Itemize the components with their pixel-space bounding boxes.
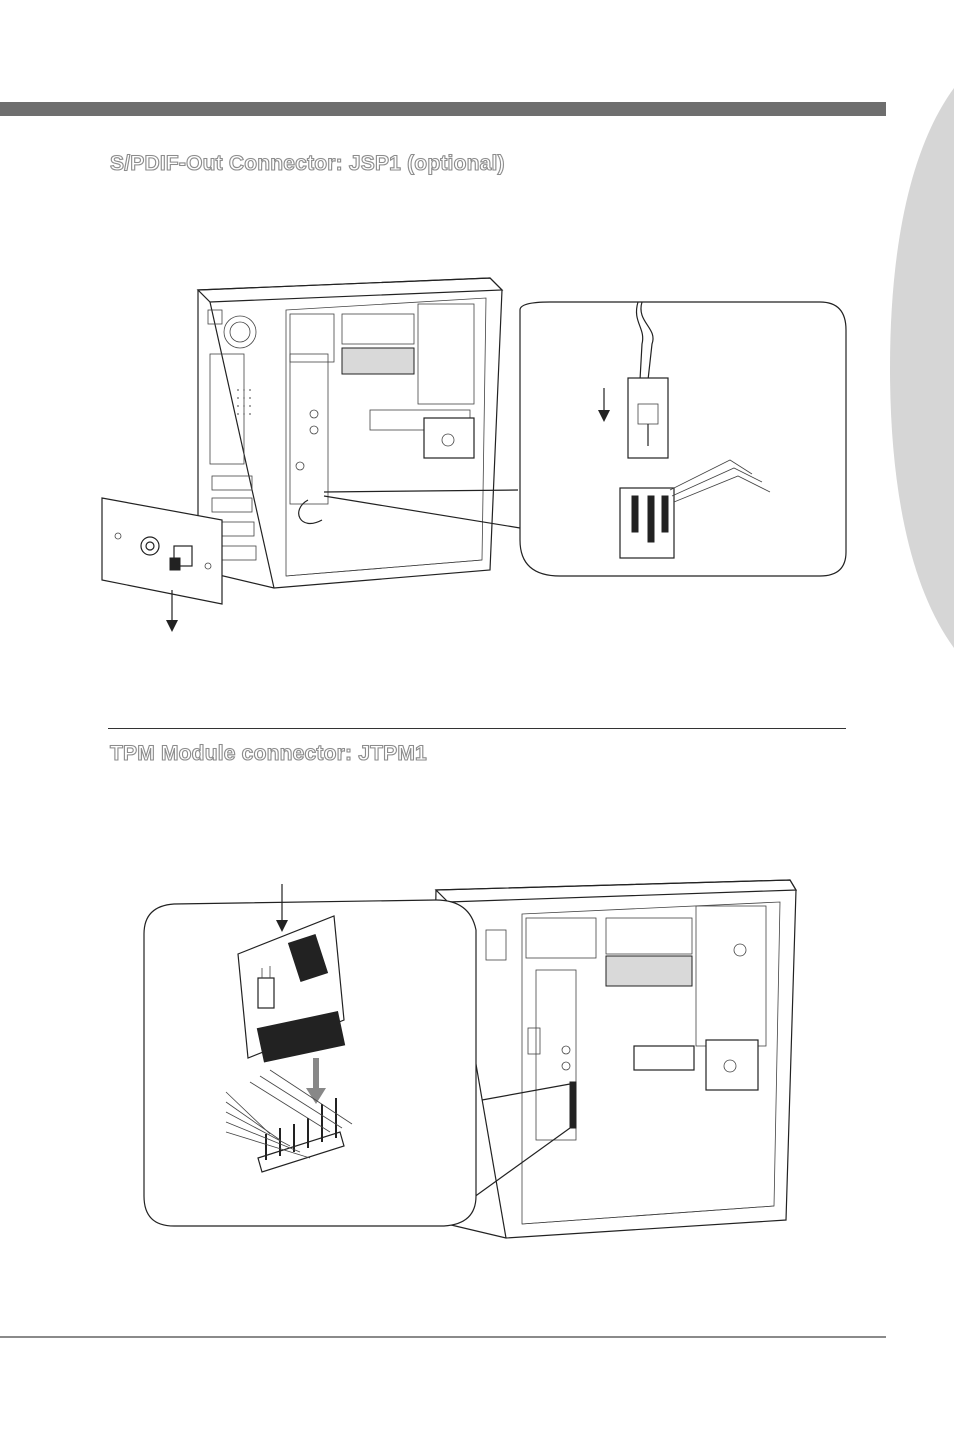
section-divider bbox=[108, 728, 846, 729]
pc-case-icon bbox=[430, 880, 796, 1238]
tpm-illustration bbox=[130, 870, 810, 1240]
section-header-bar bbox=[0, 102, 886, 116]
tpm-heading: TPM Module connector: JTPM1 bbox=[110, 742, 427, 766]
insert-arrow-icon bbox=[166, 590, 178, 632]
connector-zoom-icon bbox=[520, 302, 846, 576]
side-chapter-tab bbox=[880, 88, 954, 648]
pc-case-icon bbox=[198, 278, 502, 588]
tpm-module-zoom-icon bbox=[144, 884, 476, 1226]
footer-rule bbox=[0, 1336, 886, 1338]
spdif-heading: S/PDIF-Out Connector: JSP1 (optional) bbox=[110, 152, 505, 176]
spdif-illustration bbox=[90, 270, 860, 640]
